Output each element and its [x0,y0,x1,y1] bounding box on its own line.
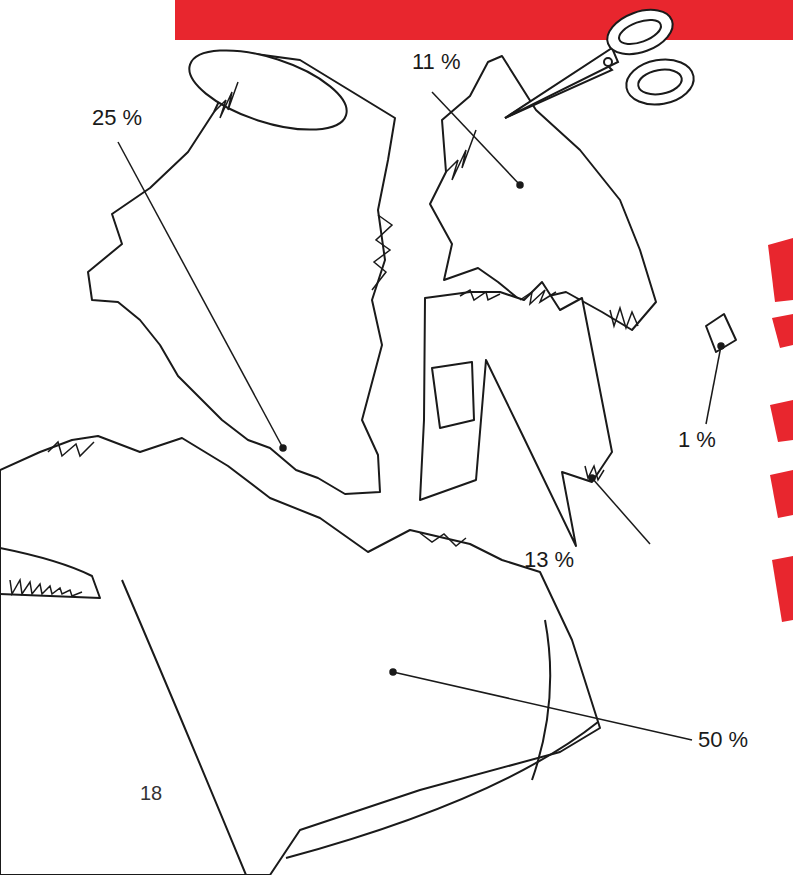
shirt-piece [420,282,612,546]
callout-number: 50 % [698,728,748,752]
callout-number: 11 % [412,50,461,74]
sleeve [0,548,100,598]
pocket [432,362,474,428]
shirt-piece [88,52,395,494]
neck-hole [180,34,356,146]
shirt-piece [0,436,600,875]
torn-hatching [10,82,638,596]
red-tabs [768,238,793,622]
callout-number: 25 % [92,106,142,130]
scissors [505,2,697,118]
callout-number: 13 % [524,548,574,572]
page-number: 18 [140,782,162,804]
red-banner [175,0,793,40]
shirt-piece [706,314,736,352]
leader-lines [118,92,724,740]
body-seam [122,580,246,875]
hem [286,722,598,858]
callout-number: 1 % [678,428,716,452]
